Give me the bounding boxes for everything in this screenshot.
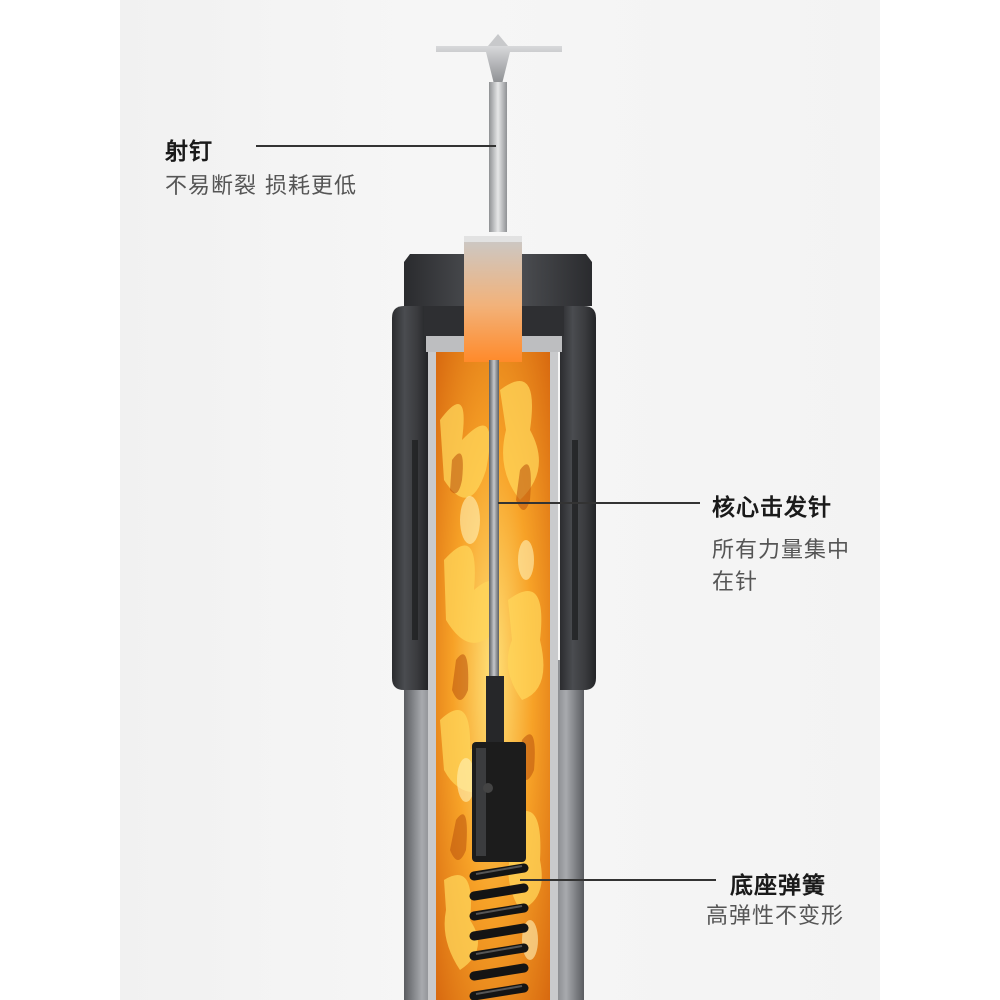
spring-title: 底座弹簧 — [730, 873, 826, 899]
nail-guide-bush — [464, 236, 522, 362]
spring-description: 高弹性不变形 — [706, 904, 845, 929]
chamber-wall-left — [428, 352, 438, 1000]
spring-icon — [469, 742, 529, 1000]
firing-pin-icon — [486, 360, 504, 746]
chamber-wall-right — [548, 352, 558, 1000]
pin-title: 核心击发针 — [712, 495, 832, 521]
sleeve-left — [392, 306, 428, 690]
nail-title: 射钉 — [165, 139, 213, 165]
nail-icon — [436, 34, 562, 232]
pin-description-line2: 在针 — [712, 570, 759, 595]
pin-description-line1: 所有力量集中 — [712, 538, 851, 563]
nail-description: 不易断裂 损耗更低 — [165, 174, 357, 199]
